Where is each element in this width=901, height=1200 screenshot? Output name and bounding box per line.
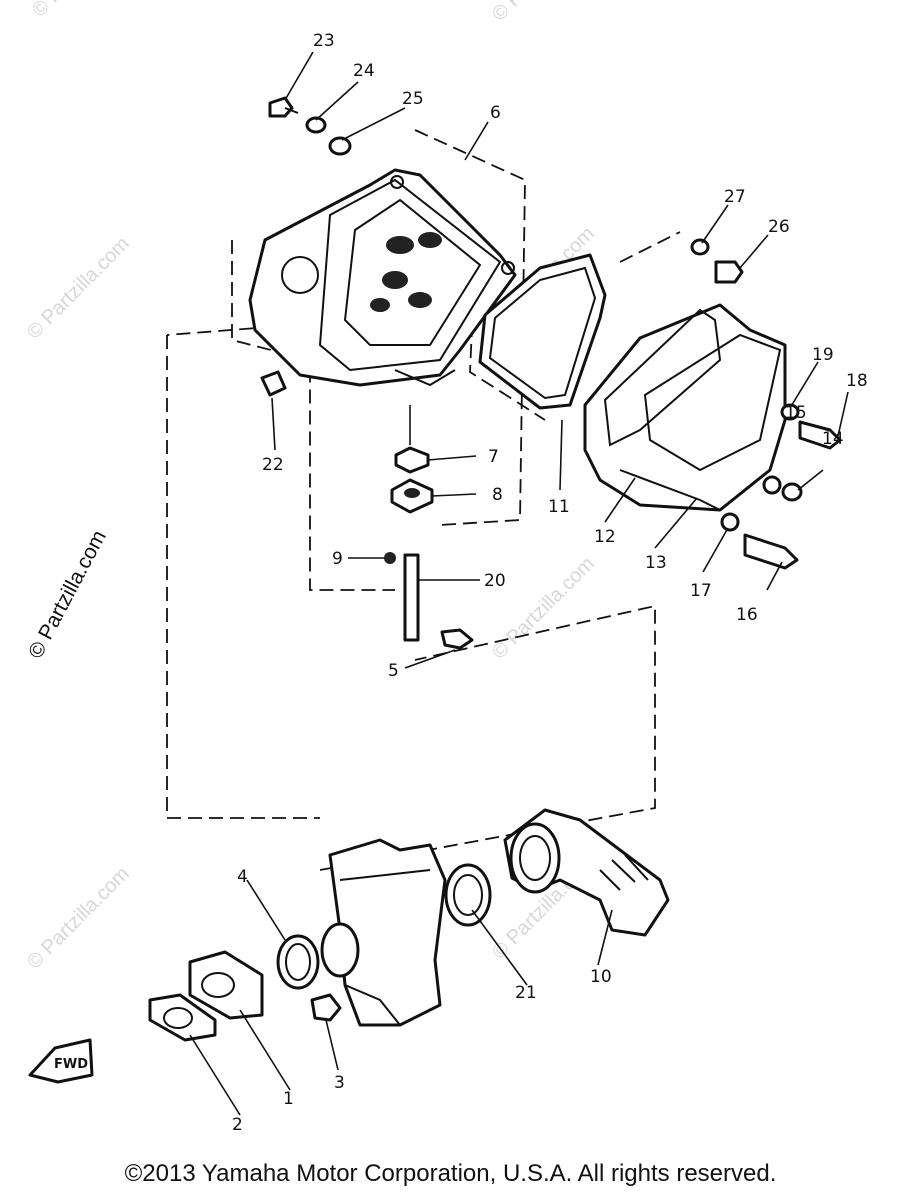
callout-6: 6 (490, 103, 501, 123)
callout-14: 14 (822, 429, 844, 449)
fasteners (268, 96, 842, 570)
callout-25: 25 (402, 89, 424, 109)
watermark-group: © Partzilla.com © Partzilla.com © Partzi… (23, 0, 599, 974)
watermark-text: © Partzilla.com (24, 527, 111, 663)
callout-22: 22 (262, 455, 284, 475)
callout-9: 9 (332, 549, 343, 569)
watermark-text: © Partzilla.com (28, 0, 139, 22)
copyright-notice: ©2013 Yamaha Motor Corporation, U.S.A. A… (124, 1160, 777, 1187)
watermark-text: © Partzilla.com (488, 553, 599, 664)
watermark-text: © Partzilla.com (23, 863, 134, 974)
callout-16: 16 (736, 605, 758, 625)
callout-5: 5 (388, 661, 399, 681)
callout-18: 18 (846, 371, 868, 391)
watermark-text: © Partzilla.com (488, 0, 599, 26)
callout-4: 4 (237, 867, 248, 887)
callout-23: 23 (313, 31, 335, 51)
fwd-label: FWD (54, 1057, 88, 1072)
callout-7: 7 (488, 447, 499, 467)
watermark-text: © Partzilla.com (23, 233, 134, 344)
callout-2: 2 (232, 1115, 243, 1135)
cover-gasket (478, 253, 607, 410)
callout-20: 20 (484, 571, 506, 591)
air-cleaner-cover (583, 303, 787, 512)
intake-assembly (148, 808, 670, 1042)
callout-17: 17 (690, 581, 712, 601)
callout-27: 27 (724, 187, 746, 207)
air-cleaner-case (248, 168, 517, 387)
callout-19: 19 (812, 345, 834, 365)
callout-8: 8 (492, 485, 503, 505)
callout-24: 24 (353, 61, 375, 81)
drain-parts (260, 370, 474, 650)
callout-3: 3 (334, 1073, 345, 1093)
callout-1: 1 (283, 1089, 294, 1109)
callout-13: 13 (645, 553, 667, 573)
callout-11: 11 (548, 497, 570, 517)
callout-labels: 23 24 25 6 27 26 19 18 15 14 22 7 8 11 1… (232, 31, 868, 1135)
fwd-arrow: FWD (28, 1038, 94, 1084)
callout-15: 15 (785, 403, 807, 423)
callout-10: 10 (590, 967, 612, 987)
leader-lines (189, 51, 849, 1116)
callout-12: 12 (594, 527, 616, 547)
callout-21: 21 (515, 983, 537, 1003)
callout-26: 26 (768, 217, 790, 237)
